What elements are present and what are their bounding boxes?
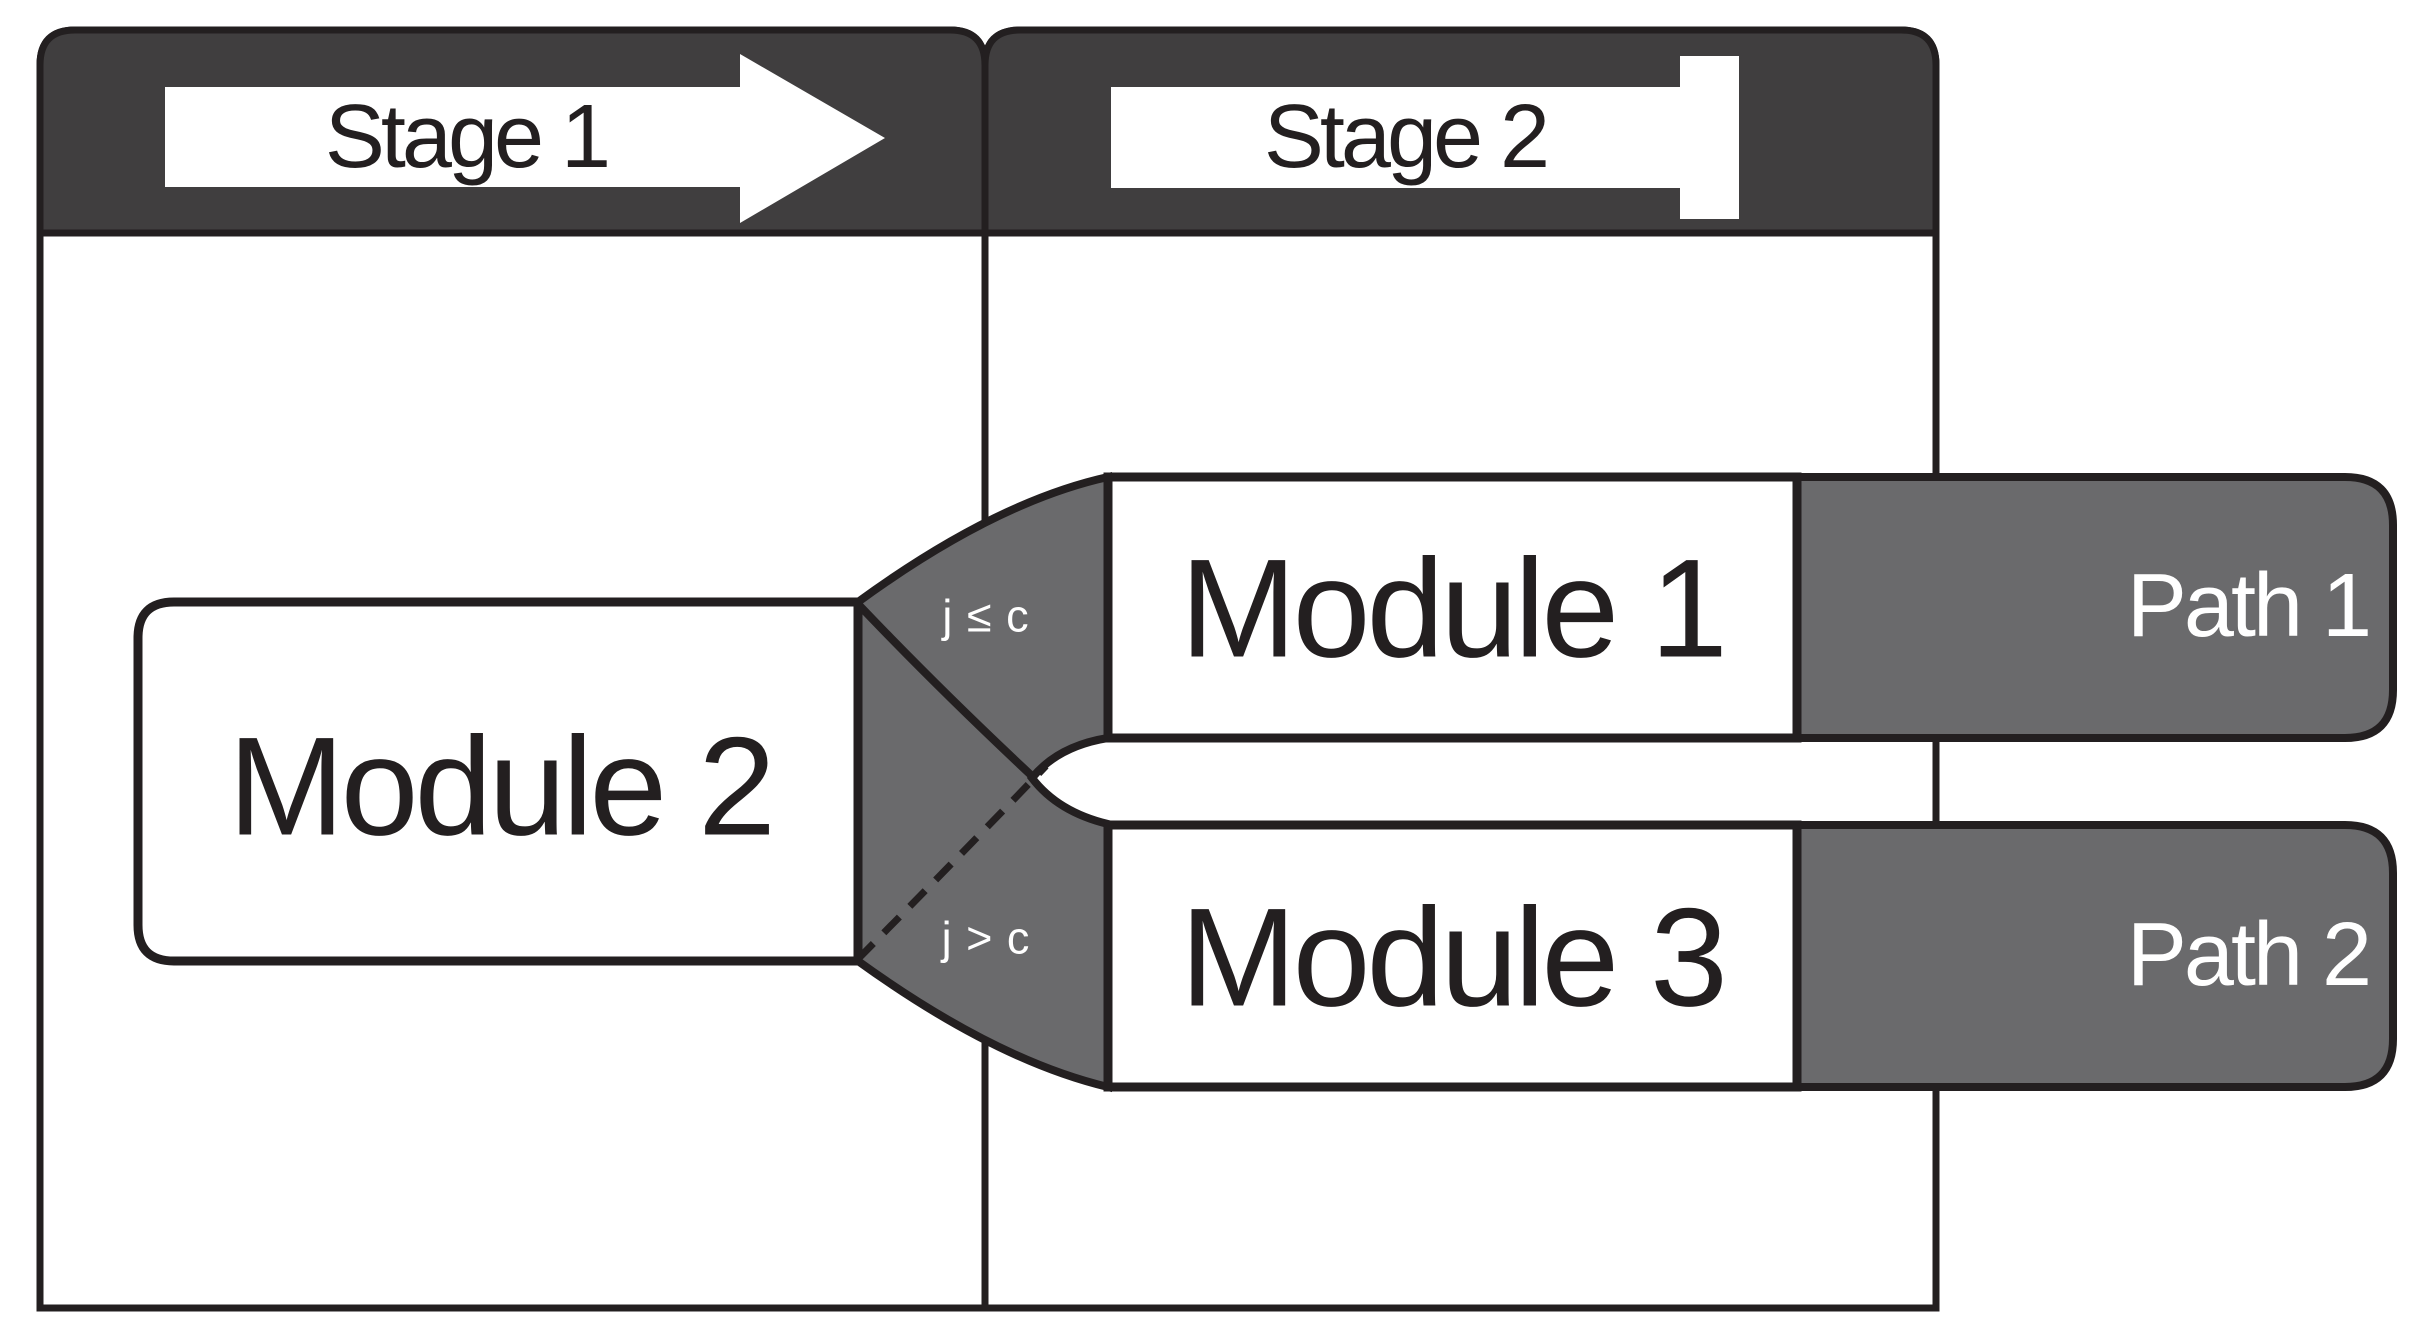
- bar-terminated-arrow-icon: [1111, 56, 1739, 219]
- branch-divider-dashed-line: [855, 763, 1049, 962]
- module-3-box: [1103, 820, 1802, 1092]
- stage-1-label: Stage 1: [325, 87, 607, 187]
- path-2-bar: [1793, 821, 2397, 1091]
- module-3-label: Module 3: [1180, 879, 1724, 1036]
- module-1-box: [1103, 472, 1802, 743]
- path-2-label: Path 2: [2127, 905, 2369, 1005]
- path-1-label: Path 1: [2127, 556, 2369, 656]
- stage-2-label: Stage 2: [1264, 87, 1546, 187]
- branch-funnel: [854, 472, 1112, 1093]
- branch-condition-lower-label: j > c: [940, 913, 1031, 964]
- module-1-label: Module 1: [1180, 530, 1724, 687]
- branch-condition-upper-label: j ≤ c: [940, 591, 1029, 642]
- module-2-label: Module 2: [228, 708, 772, 865]
- right-arrow-icon: [165, 54, 885, 223]
- module-2-box: [133, 597, 863, 966]
- branch-divider-solid-line: [855, 601, 1035, 779]
- path-1-bar: [1793, 473, 2397, 742]
